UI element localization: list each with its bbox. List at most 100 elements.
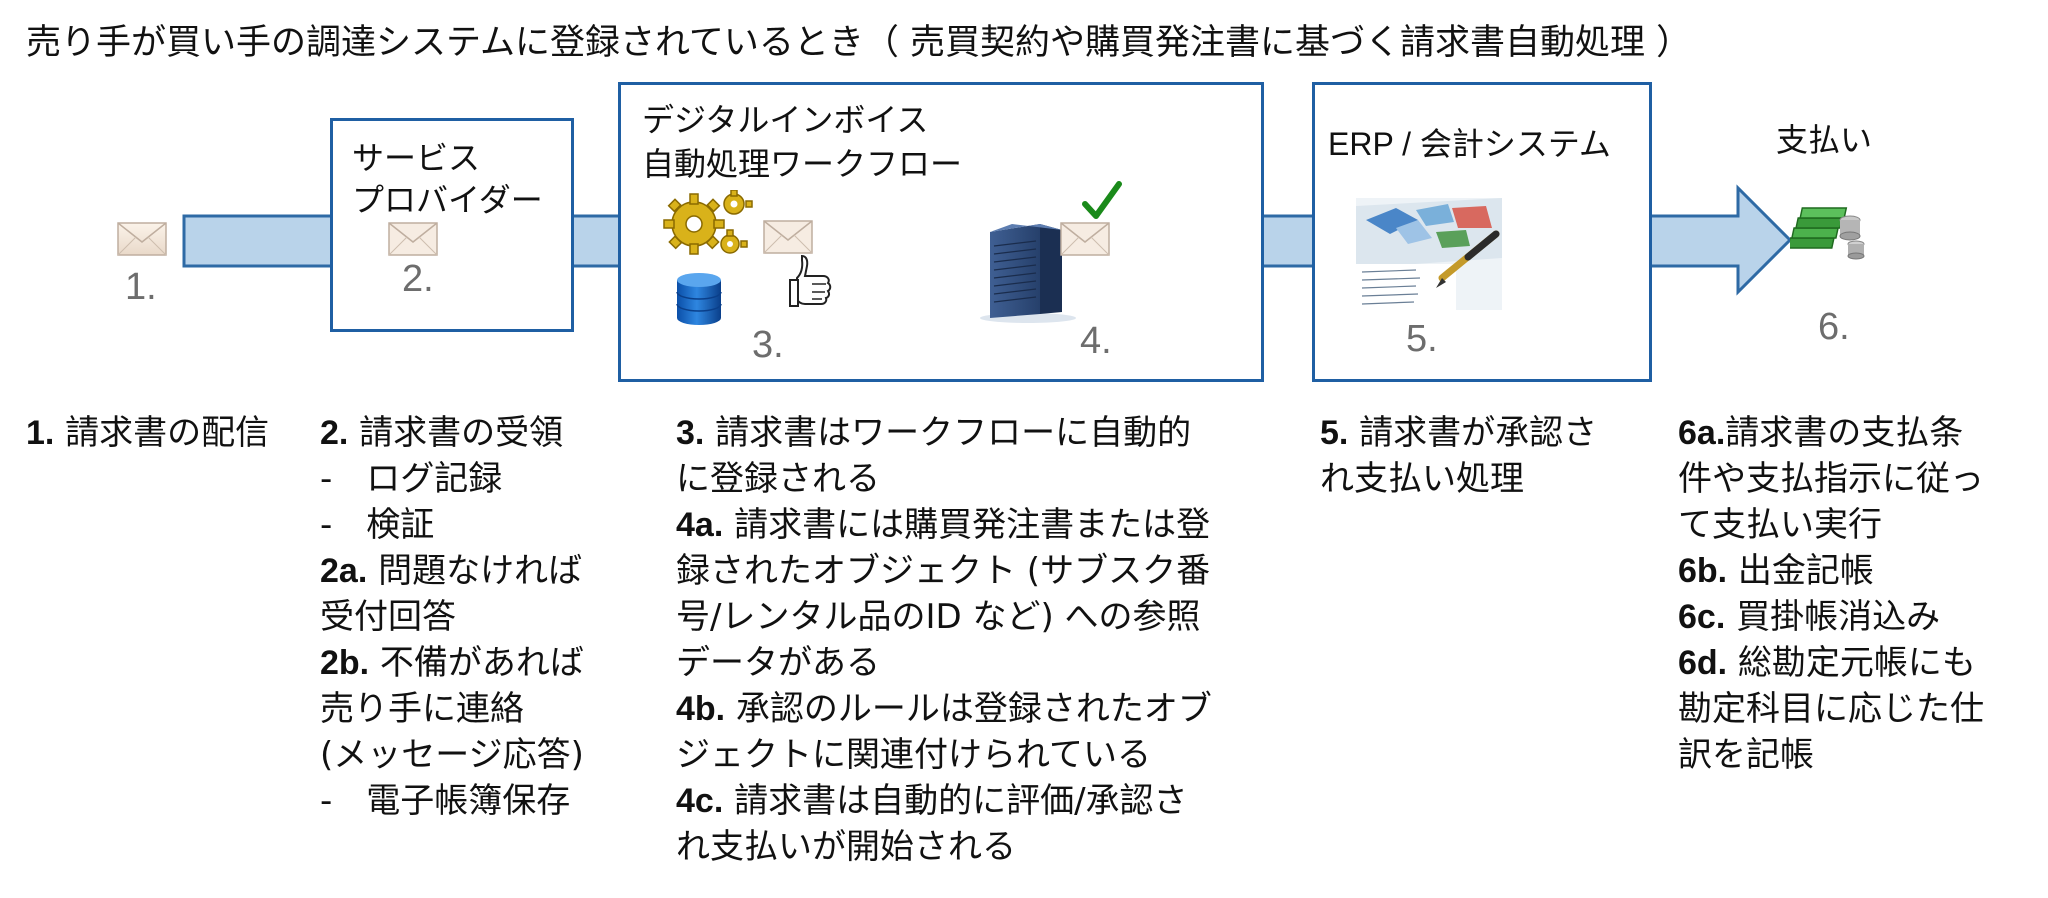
checkmark-icon <box>1082 180 1122 222</box>
description-line: 6b. 出金記帳 <box>1678 548 1984 594</box>
step-number-3: 3. <box>752 324 784 366</box>
step-number-4: 4. <box>1080 320 1112 362</box>
digital-invoice-workflow-box <box>618 82 1264 382</box>
description-line-marker: - <box>320 781 333 821</box>
description-line: データがある <box>676 640 1212 686</box>
description-line-text: 勘定科目に応じた仕 <box>1678 689 1984 729</box>
description-line: 録されたオブジェクト (サブスク番 <box>676 548 1212 594</box>
money-stack-icon <box>1790 200 1866 266</box>
erp-label: ERP / 会計システム <box>1328 126 1611 162</box>
description-line-marker: 5. <box>1320 414 1349 452</box>
description-line: 3. 請求書はワークフローに自動的 <box>676 410 1212 456</box>
description-line-text: 請求書の配信 <box>54 413 270 453</box>
description-line-text: に登録される <box>676 459 880 499</box>
description-line-marker: - <box>320 505 333 545</box>
description-line-text: 請求書の支払条 <box>1725 413 1964 453</box>
diagram-title: 売り手が買い手の調達システムに登録されているとき（ 売買契約や購買発注書に基づく… <box>26 23 1692 63</box>
financial-chart-icon <box>1356 198 1502 310</box>
description-line-text: 検証 <box>332 505 435 545</box>
description-line-marker: 6c. <box>1678 598 1726 636</box>
description-line-text: 承認のルールは登録されたオブ <box>725 689 1212 729</box>
description-line-text: 請求書が承認さ <box>1348 413 1598 453</box>
step-number-6: 6. <box>1818 306 1850 348</box>
description-line-text: れ支払い処理 <box>1320 459 1524 499</box>
description-line-text: 請求書は自動的に評価/承認さ <box>723 781 1188 821</box>
description-line-text: 請求書には購買発注書または登 <box>723 505 1211 545</box>
description-line-text: 出金記帳 <box>1727 551 1874 591</box>
description-line: 6c. 買掛帳消込み <box>1678 594 1984 640</box>
payment-label: 支払い <box>1776 121 1873 159</box>
description-line: 売り手に連絡 <box>320 686 584 732</box>
description-line-marker: 6d. <box>1678 644 1728 682</box>
description-line-text: 総勘定元帳にも <box>1727 643 1976 683</box>
description-line-marker: - <box>320 459 333 499</box>
description-line: 2a. 問題なければ <box>320 548 584 594</box>
description-line: 受付回答 <box>320 594 584 640</box>
description-line-text: データがある <box>676 643 880 683</box>
step-number-5: 5. <box>1406 318 1438 360</box>
step-5-description: 5. 請求書が承認され支払い処理 <box>1320 410 1597 502</box>
description-line-text: (メッセージ応答) <box>320 735 584 775</box>
description-line-text: 件や支払指示に従っ <box>1678 459 1984 499</box>
description-line: 勘定科目に応じた仕 <box>1678 686 1984 732</box>
description-line-text: 号/レンタル品のID など) への参照 <box>676 597 1201 637</box>
envelope-icon <box>388 222 438 256</box>
description-line: 2b. 不備があれば <box>320 640 584 686</box>
description-line-text: ジェクトに関連付けられている <box>676 735 1151 775</box>
description-line: - 電子帳簿保存 <box>320 778 584 824</box>
description-line: - 検証 <box>320 502 584 548</box>
thumbs-up-icon <box>788 252 838 312</box>
description-line-text: 請求書はワークフローに自動的 <box>704 413 1192 453</box>
gears-icon <box>660 190 760 270</box>
workflow-label-2: 自動処理ワークフロー <box>642 145 963 183</box>
description-line-text: 問題なければ <box>367 551 583 591</box>
description-line: 6d. 総勘定元帳にも <box>1678 640 1984 686</box>
description-line-text: 買掛帳消込み <box>1725 597 1941 637</box>
description-line: ジェクトに関連付けられている <box>676 732 1212 778</box>
description-line: て支払い実行 <box>1678 502 1984 548</box>
description-line: 1. 請求書の配信 <box>26 410 269 456</box>
description-line: に登録される <box>676 456 1212 502</box>
description-line: 4c. 請求書は自動的に評価/承認さ <box>676 778 1212 824</box>
description-line-marker: 2b. <box>320 644 370 682</box>
description-line-text: 録されたオブジェクト (サブスク番 <box>676 551 1211 591</box>
envelope-icon <box>763 220 813 254</box>
description-line-text: て支払い実行 <box>1678 505 1882 545</box>
service-provider-label-2: プロバイダー <box>352 181 543 219</box>
description-line: 6a.請求書の支払条 <box>1678 410 1984 456</box>
step-number-1: 1. <box>125 266 157 308</box>
description-line-marker: 3. <box>676 414 705 452</box>
description-line-text: 受付回答 <box>320 597 456 637</box>
description-line: 件や支払指示に従っ <box>1678 456 1984 502</box>
description-line: 4a. 請求書には購買発注書または登 <box>676 502 1212 548</box>
description-line: - ログ記録 <box>320 456 584 502</box>
description-line-marker: 6b. <box>1678 552 1728 590</box>
description-line-text: 売り手に連絡 <box>320 689 524 729</box>
description-line-text: 不備があれば <box>369 643 584 683</box>
description-line-marker: 4a. <box>676 506 724 544</box>
description-line-marker: 1. <box>26 414 55 452</box>
description-line-marker: 2. <box>320 414 349 452</box>
description-line-marker: 2a. <box>320 552 368 590</box>
description-line-marker: 6a. <box>1678 414 1726 452</box>
workflow-label-1: デジタルインボイス <box>642 101 929 139</box>
description-line-text: 請求書の受領 <box>348 413 564 453</box>
description-line-text: 訳を記帳 <box>1678 735 1814 775</box>
description-line: 2. 請求書の受領 <box>320 410 584 456</box>
server-icon <box>978 214 1078 324</box>
description-line: 訳を記帳 <box>1678 732 1984 778</box>
service-provider-label-1: サービス <box>352 139 481 177</box>
description-line-text: れ支払いが開始される <box>676 827 1016 867</box>
description-line: れ支払いが開始される <box>676 824 1212 870</box>
description-line-text: 電子帳簿保存 <box>332 781 571 821</box>
step-1-description: 1. 請求書の配信 <box>26 410 269 456</box>
description-line-marker: 4c. <box>676 782 724 820</box>
description-line: 号/レンタル品のID など) への参照 <box>676 594 1212 640</box>
description-line: れ支払い処理 <box>1320 456 1597 502</box>
envelope-icon <box>117 222 167 256</box>
envelope-icon <box>1060 222 1110 256</box>
